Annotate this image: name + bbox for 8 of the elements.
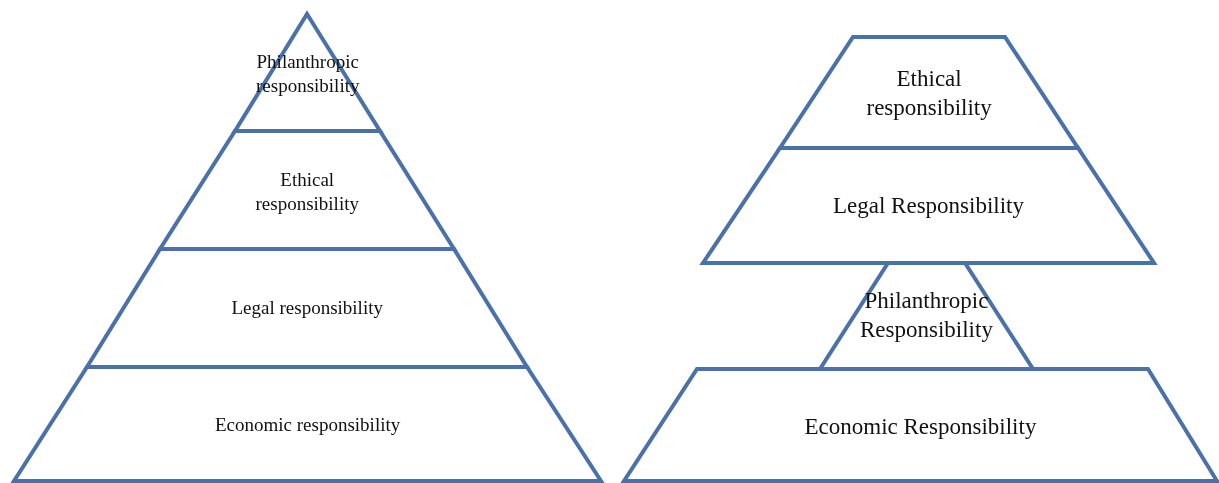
tier-label: Ethical responsibility [866,65,992,122]
tier-label: Ethical responsibility [255,168,359,216]
tier-label: Legal Responsibility [833,191,1024,220]
tier-label: Philanthropic Responsibility [860,287,993,344]
pyramid-tier [820,263,1033,369]
tier-label: Economic responsibility [215,413,401,437]
tier-label: Legal responsibility [231,296,383,320]
tier-label: Economic Responsibility [804,412,1037,441]
